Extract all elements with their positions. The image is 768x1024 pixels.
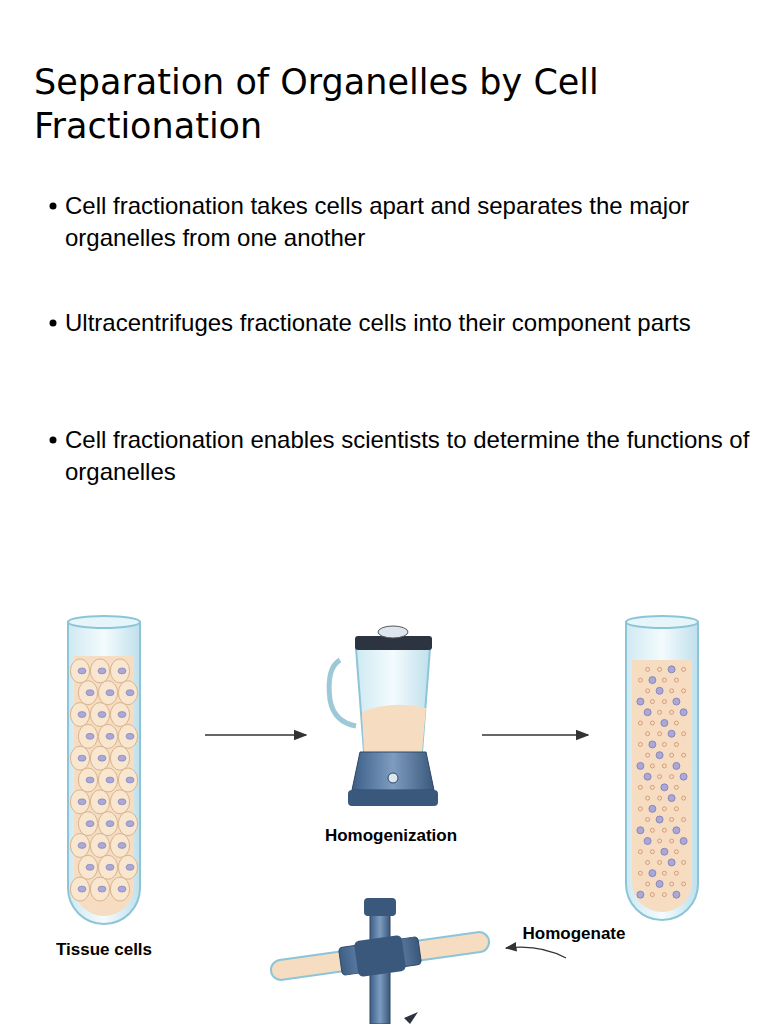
figure-label: Tissue cells <box>54 940 154 960</box>
bullet-text: Cell fractionation enables scientists to… <box>65 424 755 488</box>
tissue-tube <box>68 616 140 924</box>
step-arrow <box>482 734 588 736</box>
figure-label: Homogenization <box>296 826 486 846</box>
figure-label: Homogenate <box>512 924 636 944</box>
centrifuge <box>269 898 492 1024</box>
step-arrow <box>205 734 306 736</box>
bullet-text: Cell fractionation takes cells apart and… <box>65 190 755 254</box>
blender <box>329 626 438 806</box>
homogenate-tube <box>626 616 698 920</box>
slide-title: Separation of Organelles by Cell Fractio… <box>34 60 724 148</box>
bullet-text: Ultracentrifuges fractionate cells into … <box>65 307 755 339</box>
leader-arrow <box>506 947 566 958</box>
bullet-dots <box>50 203 57 444</box>
